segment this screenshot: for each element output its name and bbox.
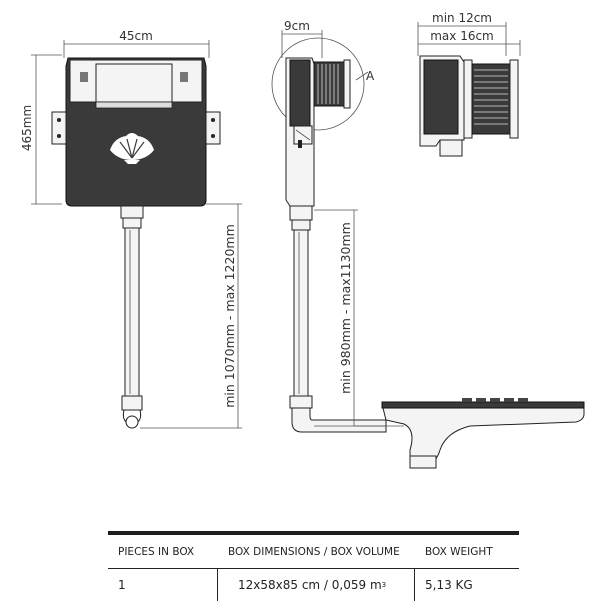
header-pieces: PIECES IN BOX: [118, 545, 195, 558]
width-dim-label: 45cm: [119, 29, 153, 43]
side-bracket-right: [205, 111, 221, 145]
side-outlet-neck: [289, 205, 313, 221]
wall-max-label: max 16cm: [430, 29, 494, 43]
box-dims-sup: 3: [381, 581, 387, 589]
pieces-value: 1: [108, 569, 218, 601]
box-dims-text: 12x58x85 cm / 0,059 m: [238, 578, 382, 592]
wall-frame-detail: min 12cm max 16cm: [417, 11, 521, 157]
pipe-bottom-sleeve: [121, 395, 143, 411]
wall-min-label: min 12cm: [432, 11, 492, 25]
bracket-hole-right-bottom: [211, 134, 215, 138]
frame-housing-dark: [423, 59, 459, 135]
frame-ribbed-sleeve: [471, 63, 511, 135]
side-range-label: min 980mm - max1130mm: [338, 222, 353, 394]
table-header-row: PIECES IN BOX BOX DIMENSIONS / BOX VOLUM…: [108, 535, 519, 568]
side-view: 9cm A min 980mm - max1130mm: [271, 19, 585, 469]
cover-slot-left: [80, 72, 88, 82]
bracket-hole-left-top: [57, 118, 61, 122]
frame-inner-plate: [463, 59, 473, 139]
height-dim-label: 465mm: [20, 105, 34, 151]
box-weight-value: 5,13 KG: [425, 578, 473, 592]
side-valve-pin: [298, 140, 302, 148]
table-header-rule: [108, 568, 519, 569]
shell-logo-ribs: [119, 138, 145, 159]
toilet-base-foot: [409, 455, 437, 469]
bracket-hole-right-top: [211, 118, 215, 122]
adjustment-ribs: [317, 64, 339, 104]
depth-dim-label: 9cm: [284, 19, 310, 33]
side-pipe-elbow: [291, 407, 387, 433]
toilet-seat-marks: [462, 398, 528, 402]
adjustment-frame: [313, 61, 345, 107]
pipe-bend-right: [137, 409, 142, 423]
toilet-seat-line: [381, 401, 585, 409]
cover-slot-right: [180, 72, 188, 82]
box-spec-table: PIECES IN BOX BOX DIMENSIONS / BOX VOLUM…: [108, 531, 519, 601]
detail-leader: [355, 71, 369, 81]
header-box-weight: BOX WEIGHT: [425, 545, 493, 558]
side-flush-pipe: [293, 229, 309, 397]
table-top-rule: [108, 531, 519, 535]
bracket-hole-left-bottom: [57, 134, 61, 138]
front-flush-pipe: [124, 227, 140, 397]
front-range-label: min 1070mm - max 1220mm: [222, 224, 237, 408]
detail-marker-label: A: [366, 69, 375, 83]
adjustment-front-plate: [343, 59, 351, 109]
detail-circle: [271, 37, 365, 131]
frame-bottom-bracket: [439, 139, 463, 157]
side-valve-detail: [295, 129, 311, 141]
side-pipe-sleeve: [289, 395, 313, 409]
outlet-neck: [120, 205, 144, 219]
pipe-bend-left: [122, 409, 127, 423]
frame-front-plate: [509, 59, 519, 139]
side-outlet-collar: [291, 219, 311, 231]
outlet-collar: [122, 217, 142, 229]
pipe-outlet-circle: [125, 415, 139, 429]
toilet-profile: [381, 403, 585, 467]
frame-sleeve-ribs: [474, 69, 508, 125]
cover-base-strip: [95, 101, 173, 109]
inspection-cover: [95, 63, 173, 103]
cistern-side-top: [289, 59, 311, 127]
side-bracket-left: [51, 111, 67, 145]
shell-logo-icon: [110, 133, 154, 164]
header-box-dims: BOX DIMENSIONS / BOX VOLUME: [228, 545, 400, 558]
front-view: 45cm 465mm: [20, 29, 242, 429]
